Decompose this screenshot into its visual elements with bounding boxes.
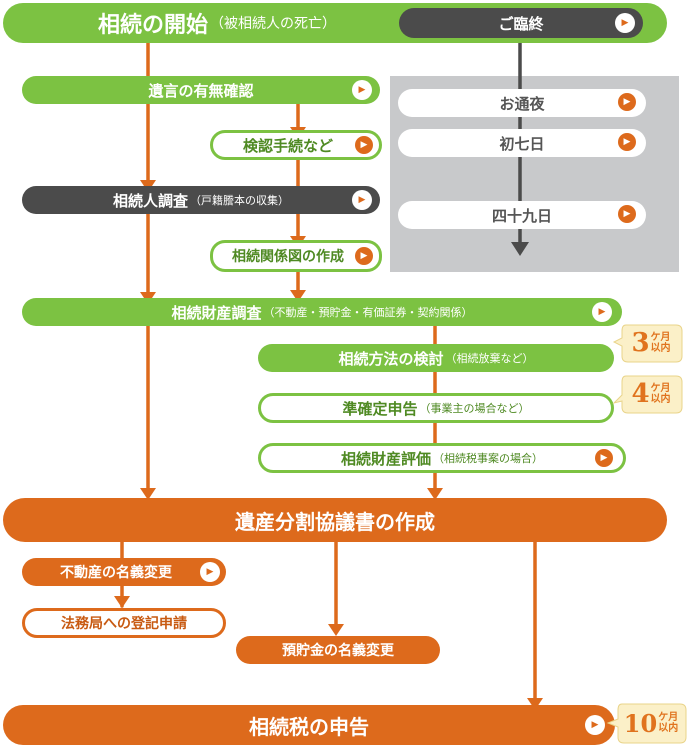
asset-valuation-sub: （相続税事案の場合） [433,452,543,465]
heir-survey-sub: （戸籍謄本の収集） [190,194,289,207]
asset-valuation-label: 相続財産評価 [340,449,431,468]
chevron-right-icon: ▶ [200,562,220,582]
badge-number: 3 [631,328,650,358]
badge-bubble-icon [612,375,683,414]
probate-box: 検認手続など ▶ [210,130,382,160]
fortyninth-day-box: 四十九日 ▶ [398,201,646,229]
arrowhead [114,596,130,608]
division-agreement-label: 遺産分割協議書の作成 [235,509,435,534]
method-review-box: 相続方法の検討 （相続放棄など） [258,344,614,372]
probate-label: 検認手続など [242,136,333,155]
badge-unit-top: ケ月 [650,332,671,343]
chevron-right-icon: ▶ [618,133,636,151]
quasi-filing-label: 準確定申告 [342,399,418,418]
real-estate-change-box: 不動産の名義変更 ▶ [22,558,226,586]
relation-chart-label: 相続関係図の作成 [232,249,344,265]
will-check-box: 遺言の有無確認 ▶ [22,76,380,104]
method-review-sub: （相続放棄など） [445,352,534,365]
chevron-right-icon: ▶ [618,93,636,111]
chevron-right-icon: ▶ [615,13,635,33]
badge-unit-top: ケ月 [658,712,679,723]
real-estate-change-label: 不動産の名義変更 [60,565,172,581]
chevron-right-icon: ▶ [355,247,373,265]
will-check-label: 遺言の有無確認 [148,81,254,100]
chevron-right-icon: ▶ [355,136,373,154]
deposit-change-box: 預貯金の名義変更 [236,636,440,664]
division-agreement-box: 遺産分割協議書の作成 [3,498,667,542]
deposit-change-label: 預貯金の名義変更 [282,643,394,659]
badge-number: 10 [623,708,658,738]
chevron-right-icon: ▶ [595,449,613,467]
asset-survey-box: 相続財産調査 （不動産・預貯金・有価証券・契約関係） ▶ [22,298,622,326]
badge-bubble-icon [606,703,687,744]
seventh-day-box: 初七日 ▶ [398,129,646,157]
arrowhead [140,488,156,500]
badge-unit-bottom: 以内 [650,394,671,405]
badge-unit-bottom: 以内 [658,723,679,734]
asset-survey-label: 相続財産調査 [171,303,262,322]
seventh-day-label: 初七日 [499,134,545,153]
heir-survey-box: 相続人調査 （戸籍謄本の収集） ▶ [22,186,380,214]
tax-filing-label: 相続税の申告 [249,714,369,739]
registry-application-box: 法務局への登記申請 [22,608,226,638]
deadline-badge-4-months: 4 ケ月 以内 [612,373,684,415]
arrowhead [328,624,344,636]
chevron-right-icon: ▶ [352,80,372,100]
badge-unit-top: ケ月 [650,383,671,394]
fortyninth-day-label: 四十九日 [491,206,552,225]
badge-unit: ケ月 以内 [658,712,678,734]
chevron-right-icon: ▶ [618,205,636,223]
badge-bubble-icon [612,324,683,363]
deadline-badge-3-months: 3 ケ月 以内 [612,322,684,364]
chevron-right-icon: ▶ [592,302,612,322]
badge-unit-bottom: 以内 [650,343,671,354]
relation-chart-box: 相続関係図の作成 ▶ [210,240,382,272]
asset-survey-sub: （不動産・預貯金・有価証券・契約関係） [263,306,473,319]
arrowhead [290,290,306,302]
arrowhead [527,698,543,710]
quasi-filing-sub: （事業主の場合など） [419,402,530,415]
asset-valuation-box: 相続財産評価 （相続税事案の場合） ▶ [258,443,626,473]
arrowhead [427,488,443,500]
badge-number: 4 [631,379,650,409]
death-box: ご臨終 ▶ [399,8,643,38]
inheritance-start-sub: （被相続人の死亡） [210,16,337,32]
badge-unit: ケ月 以内 [651,383,671,405]
wake-label: お通夜 [499,94,545,113]
heir-survey-label: 相続人調査 [112,191,188,210]
chevron-right-icon: ▶ [585,715,605,735]
tax-filing-box: 相続税の申告 ▶ [3,705,615,745]
quasi-filing-box: 準確定申告 （事業主の場合など） [258,393,614,423]
deadline-badge-10-months: 10 ケ月 以内 [606,701,688,745]
chevron-right-icon: ▶ [352,190,372,210]
wake-box: お通夜 ▶ [398,89,646,117]
method-review-label: 相続方法の検討 [338,349,444,368]
registry-application-label: 法務局への登記申請 [61,616,187,632]
death-label: ご臨終 [498,14,544,33]
inheritance-start-title: 相続の開始 [98,13,209,38]
badge-unit: ケ月 以内 [651,332,671,354]
